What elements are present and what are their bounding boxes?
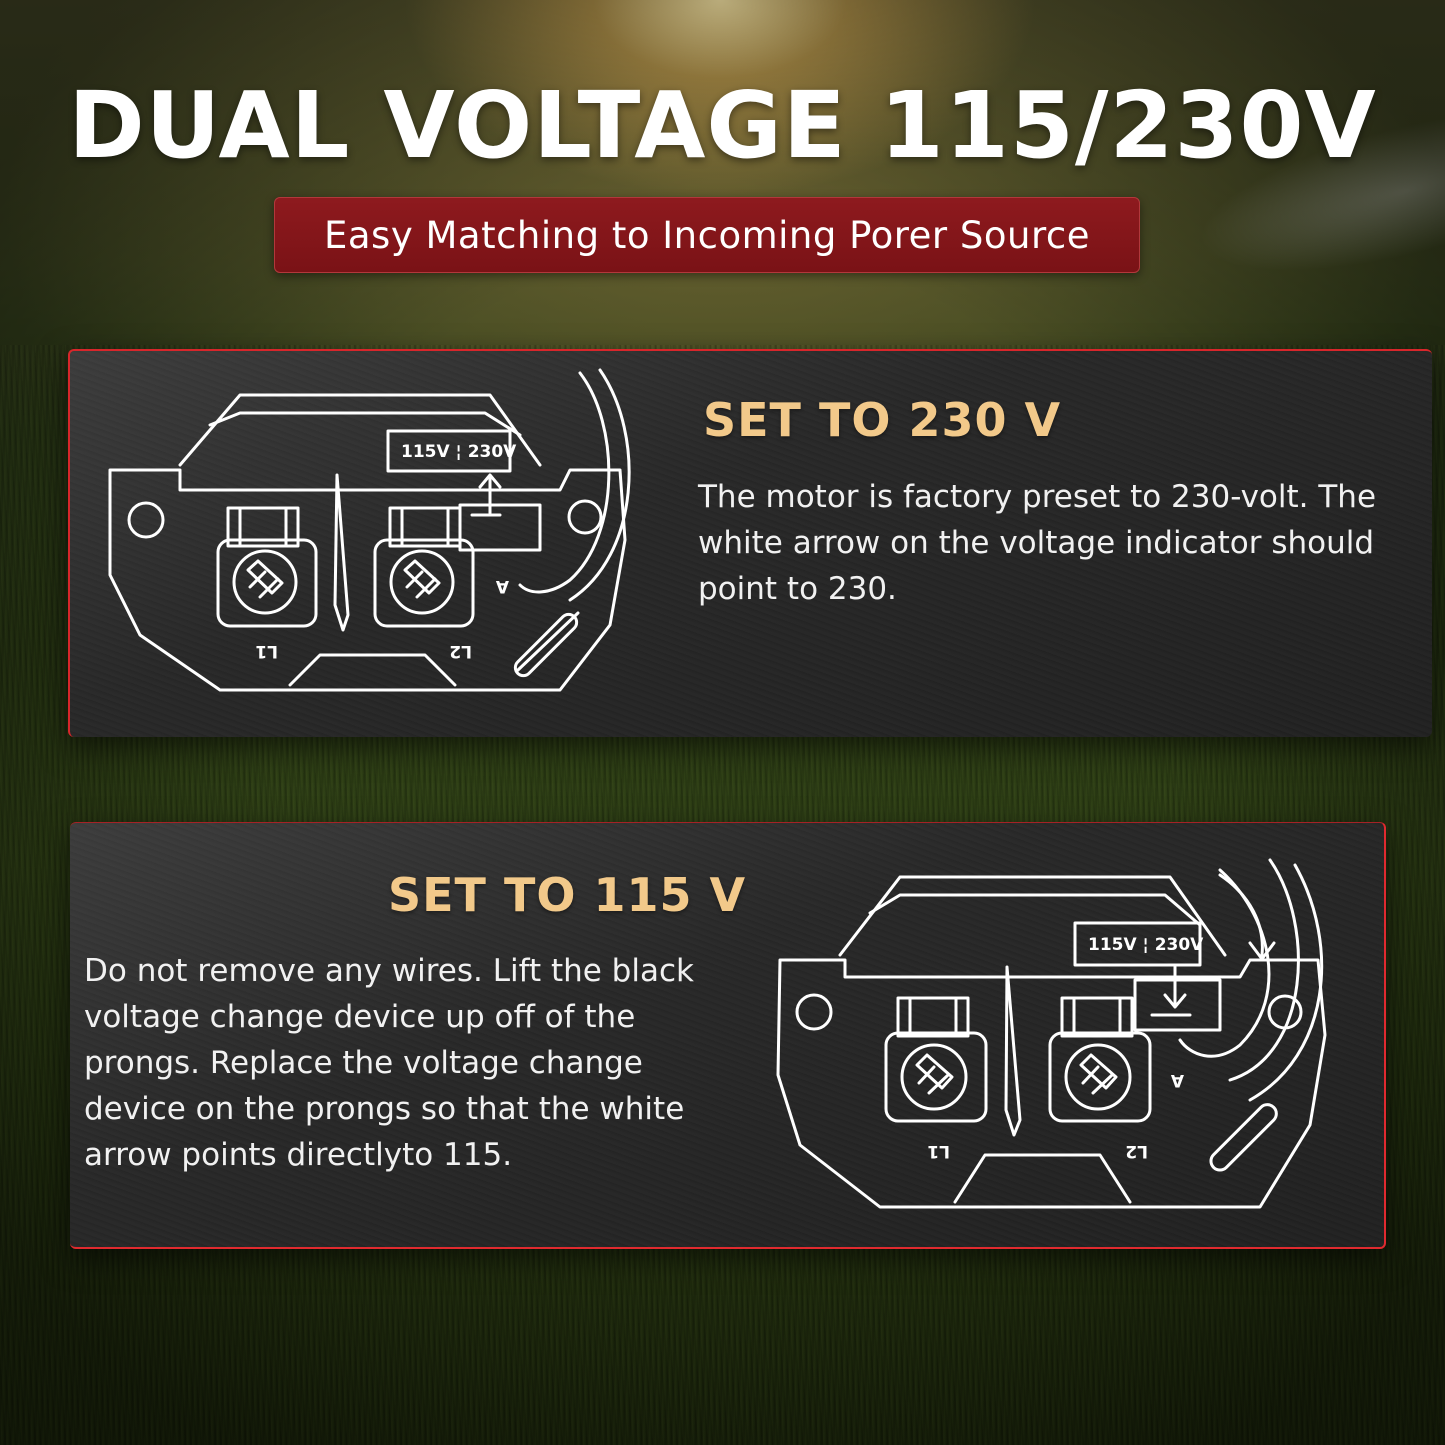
diagram-115v-indicator-label: 115V ¦ 230V xyxy=(1088,935,1204,955)
body-115v: Do not remove any wires. Lift the black … xyxy=(84,953,694,1173)
subtitle-text: Easy Matching to Incoming Porer Source xyxy=(324,213,1090,257)
diagram-115v-label-a: A xyxy=(1170,1070,1184,1090)
diagram-230v-label-a: A xyxy=(495,576,509,596)
diagram-115v: 115V ¦ 230V A L1 L2 xyxy=(770,855,1340,1225)
diagram-230v-indicator-label: 115V ¦ 230V xyxy=(401,442,517,462)
body-230v: The motor is factory preset to 230-volt.… xyxy=(698,479,1377,607)
panel-115v xyxy=(70,822,1386,1249)
diagram-115v-label-l2: L2 xyxy=(1125,1141,1148,1161)
diagram-115v-label-l1: L1 xyxy=(927,1141,950,1161)
title-230v: SET TO 230 V xyxy=(703,393,1062,447)
subtitle-banner: Easy Matching to Incoming Porer Source xyxy=(274,197,1140,273)
headline: DUAL VOLTAGE 115/230V xyxy=(68,72,1377,179)
title-115v: SET TO 115 V xyxy=(388,868,747,922)
diagram-230v-label-l2: L2 xyxy=(449,641,472,661)
diagram-230v: 115V ¦ 230V A L1 L2 xyxy=(100,365,640,715)
diagram-230v-label-l1: L1 xyxy=(255,641,278,661)
